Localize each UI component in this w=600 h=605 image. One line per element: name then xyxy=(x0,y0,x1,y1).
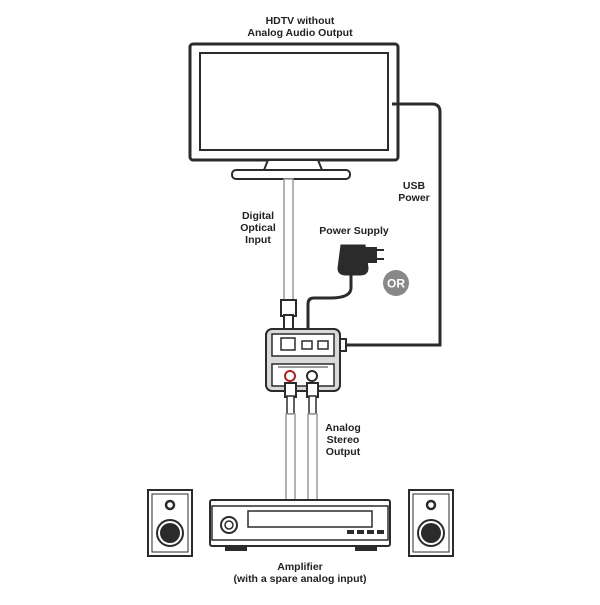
digital-optical-input-label: Digital Optical Input xyxy=(228,210,288,246)
speaker-icon-right xyxy=(408,489,454,557)
power-supply-text: Power Supply xyxy=(319,225,389,237)
converter-box-icon xyxy=(265,328,341,392)
amplifier-label-line1: Amplifier xyxy=(277,561,323,573)
digital-optical-line3: Input xyxy=(245,234,271,246)
analog-stereo-output-label: Analog Stereo Output xyxy=(318,422,368,458)
digital-optical-line2: Optical xyxy=(240,222,276,234)
power-adapter-icon xyxy=(303,244,384,343)
amplifier-icon xyxy=(209,499,391,551)
speaker-icon-left xyxy=(147,489,193,557)
usb-power-label: USB Power xyxy=(394,180,434,204)
hdtv-icon xyxy=(188,42,400,180)
amplifier-label: Amplifier (with a spare analog input) xyxy=(220,561,380,585)
hdtv-label-line2: Analog Audio Output xyxy=(247,27,353,39)
analog-stereo-line2: Stereo xyxy=(326,434,360,446)
hdtv-label: HDTV without Analog Audio Output xyxy=(230,15,370,39)
usb-power-line2: Power xyxy=(398,192,430,204)
or-badge-text: OR xyxy=(387,277,405,291)
optical-cable xyxy=(280,178,297,332)
power-supply-label: Power Supply xyxy=(314,225,394,237)
usb-power-line1: USB xyxy=(402,180,426,192)
analog-stereo-line3: Output xyxy=(325,446,361,458)
or-badge: OR xyxy=(383,270,409,296)
hdtv-label-line1: HDTV without xyxy=(265,15,335,27)
analog-rca-cables xyxy=(284,382,319,501)
amplifier-label-line2: (with a spare analog input) xyxy=(233,573,367,585)
digital-optical-line1: Digital xyxy=(241,210,275,222)
analog-stereo-line1: Analog xyxy=(325,422,361,434)
usb-power-cable xyxy=(320,102,442,347)
